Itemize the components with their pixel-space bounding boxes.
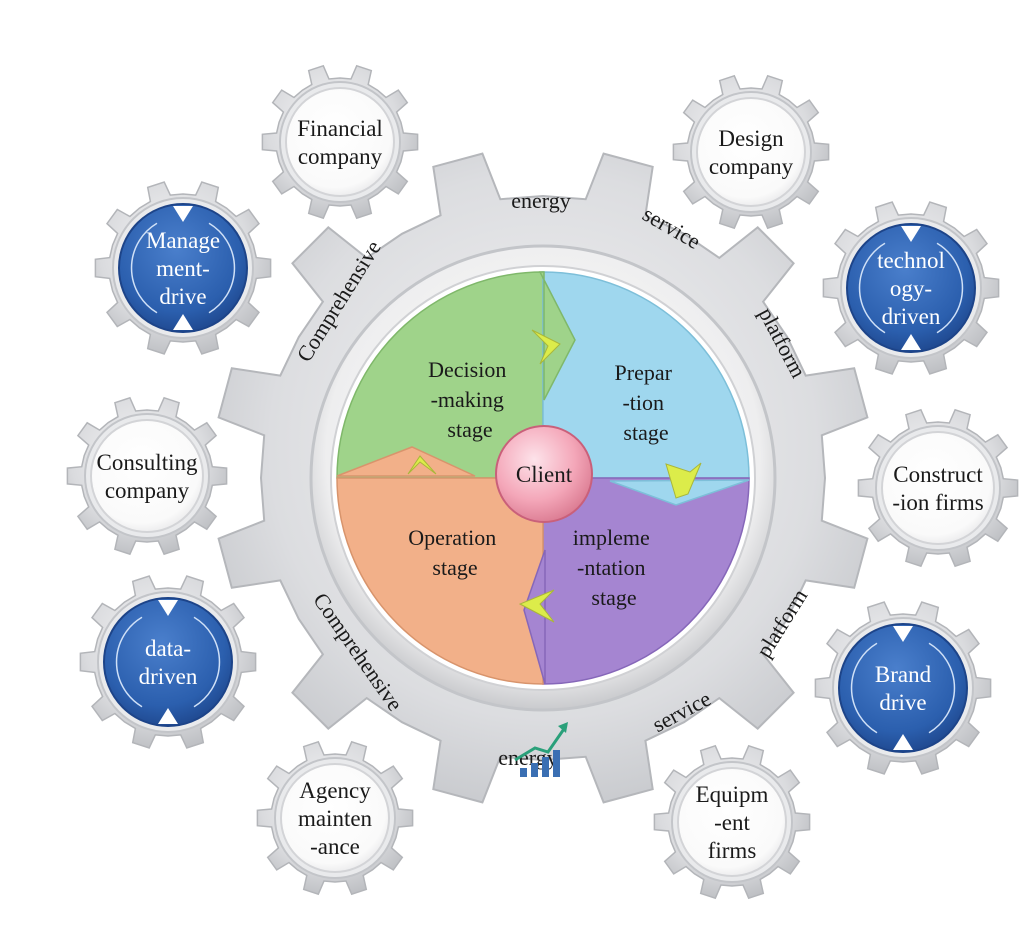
arrow-decision-to-prep	[538, 271, 576, 401]
chevron-icon	[518, 589, 555, 623]
triangle-down-icon	[158, 600, 178, 616]
stage-implementation-label: impleme -ntation stage	[573, 525, 655, 610]
satellite-label-line: drive	[879, 690, 926, 715]
satellite-face	[881, 431, 995, 545]
satellite-label-line: Consulting	[97, 450, 198, 475]
satellite-label-line: ogy-	[890, 276, 932, 301]
satellite-label-line: Construct	[893, 462, 983, 487]
satellite-label: Equipm -ent firms	[696, 782, 769, 863]
quadrant-implementation	[542, 477, 750, 685]
satellite-label-line: Agency	[299, 778, 371, 803]
quadrant-operation	[336, 477, 544, 685]
satellite-label: Consulting company	[97, 450, 198, 503]
satellite-label: data-driven	[139, 636, 198, 689]
satellite-label: technol ogy-driven	[877, 248, 945, 329]
stage-quadrants	[336, 271, 750, 685]
satellite-label-line: firms	[708, 838, 757, 863]
triangle-up-icon	[893, 734, 913, 750]
satellite-label-line: Equipm	[696, 782, 769, 807]
satellite-label: Construct -ion firms	[892, 462, 983, 515]
satellite-label-line: driven	[139, 664, 198, 689]
satellite-design: Design company	[672, 74, 830, 230]
ring-energy-top: energy	[511, 188, 570, 213]
satellite-face	[90, 419, 204, 533]
satellite-label: Financial company	[297, 116, 383, 169]
cycle-arrow-icon	[928, 642, 956, 734]
satellite-label: Design company	[709, 126, 794, 179]
satellite-face	[677, 767, 787, 877]
satellite-brand: Brand drive	[814, 601, 992, 775]
satellite-financial: Financial company	[261, 64, 419, 220]
cycle-arrow-icon	[858, 242, 886, 334]
triangle-down-icon	[893, 626, 913, 642]
satellite-face	[285, 87, 395, 197]
stage-preparation-label: Prepar -tion stage	[615, 360, 678, 445]
satellite-face	[280, 763, 390, 873]
cycle-arrow-icon	[936, 242, 964, 334]
stage-decision-label: Decision -making stage	[428, 357, 512, 442]
client-hub	[495, 425, 593, 523]
triangle-up-icon	[158, 708, 178, 724]
satellite-label-line: mainten	[298, 806, 373, 831]
satellite-label: Manage ment-drive	[146, 228, 220, 309]
satellite-equipment: Equipm -ent firms	[653, 744, 811, 900]
quadrant-preparation	[542, 271, 750, 479]
cycle-arrow-icon	[193, 616, 221, 708]
cycle-arrow-icon	[115, 616, 143, 708]
satellite-construction: Construct -ion firms	[857, 408, 1019, 568]
satellite-label: Brand drive	[875, 662, 932, 715]
satellite-face	[838, 623, 968, 753]
satellite-label-line: -ance	[310, 834, 360, 859]
satellite-label-line: company	[105, 478, 190, 503]
satellite-consulting: Consulting company	[66, 396, 228, 556]
chevron-icon	[407, 455, 437, 475]
satellite-management: Manage ment-drive	[94, 181, 272, 355]
satellite-technology: technol ogy-driven	[822, 201, 1000, 375]
chevron-icon	[665, 462, 702, 499]
triangle-up-icon	[173, 314, 193, 330]
satellite-label-line: Financial	[297, 116, 383, 141]
cycle-arrow-icon	[850, 642, 878, 734]
client-label: Client	[516, 462, 573, 487]
triangle-down-icon	[173, 206, 193, 222]
satellite-label-line: Manage	[146, 228, 220, 253]
satellite-label-line: technol	[877, 248, 945, 273]
satellite-face	[118, 203, 248, 333]
satellite-label: Agency mainten -ance	[298, 778, 373, 859]
satellite-label-line: Brand	[875, 662, 932, 687]
satellite-label-line: drive	[159, 284, 206, 309]
growth-chart-icon	[514, 722, 568, 777]
satellite-data: data-driven	[79, 575, 257, 749]
chevron-icon	[531, 329, 561, 365]
quadrant-decision	[336, 271, 544, 479]
satellite-agency: Agency mainten -ance	[256, 740, 414, 896]
satellite-label-line: -ion firms	[892, 490, 983, 515]
satellite-face	[696, 97, 806, 207]
satellite-label-line: data-	[145, 636, 191, 661]
satellite-label-line: company	[298, 144, 383, 169]
cycle-arrow-icon	[130, 222, 158, 314]
satellite-label-line: -ent	[714, 810, 750, 835]
triangle-down-icon	[901, 226, 921, 242]
arrow-oper-to-decision	[336, 446, 476, 477]
stage-operation-label: Operation stage	[408, 525, 501, 580]
satellite-label-line: driven	[882, 304, 941, 329]
satellite-face	[103, 597, 233, 727]
cycle-arrow-icon	[208, 222, 236, 314]
satellite-label-line: Design	[718, 126, 784, 151]
triangle-up-icon	[901, 334, 921, 350]
satellite-label-line: ment-	[156, 256, 210, 281]
satellite-label-line: company	[709, 154, 794, 179]
satellite-face	[846, 223, 976, 353]
